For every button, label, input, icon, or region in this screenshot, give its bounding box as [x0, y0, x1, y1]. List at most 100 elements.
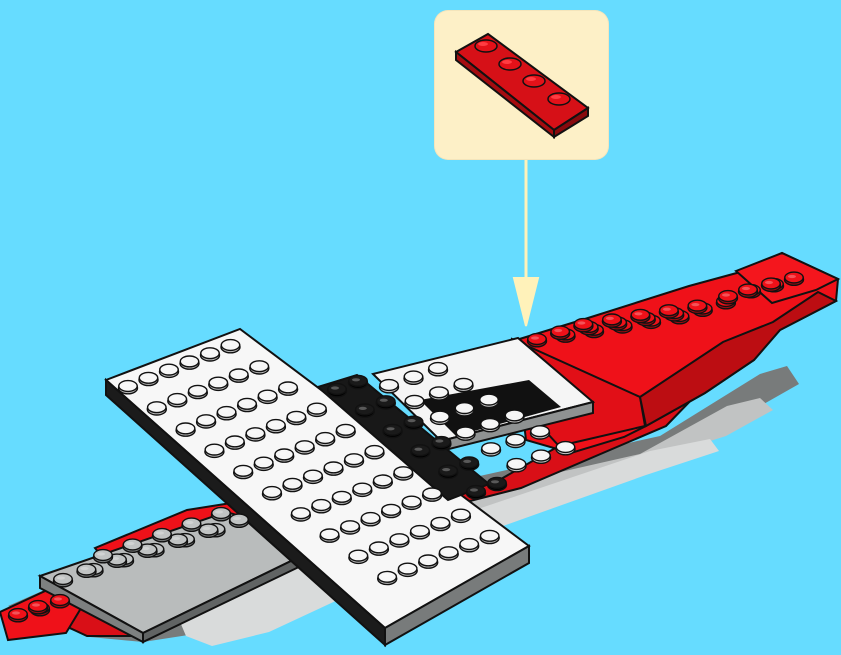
black-plate-stud: [355, 404, 374, 417]
white-wing-stud: [234, 465, 253, 478]
white-wing-stud: [275, 449, 294, 462]
red-nose-stud: [602, 314, 621, 327]
white-wing-stud: [365, 446, 384, 459]
white-fuselage-stud: [431, 411, 450, 424]
white-wing-stud: [398, 563, 417, 576]
white-wing-stud: [345, 454, 364, 467]
placement-arrow-icon: [514, 160, 538, 326]
white-wing-stud: [423, 488, 442, 501]
white-fuselage-stud: [532, 450, 551, 463]
red-tail-stud: [9, 609, 28, 622]
red-tip-stud: [785, 272, 804, 285]
white-wing-stud: [291, 508, 310, 521]
white-wing-stud: [394, 467, 413, 480]
white-fuselage-stud: [454, 378, 473, 391]
white-wing-stud: [188, 385, 207, 398]
white-fuselage-stud: [404, 371, 423, 384]
black-plate-stud: [349, 375, 368, 388]
white-wing-stud: [139, 372, 158, 385]
white-wing-stud: [180, 356, 199, 369]
white-wing-stud: [266, 420, 285, 433]
white-wing-stud: [431, 517, 450, 530]
white-wing-stud: [263, 487, 282, 500]
white-wing-stud: [304, 470, 323, 483]
white-wing-stud: [147, 402, 166, 415]
red-tail-stud: [51, 595, 70, 608]
white-fuselage-stud: [480, 394, 499, 407]
red-nose-stud: [688, 300, 707, 313]
black-plate-stud: [439, 465, 458, 478]
white-fuselage-stud: [505, 410, 524, 423]
red-tip-stud: [739, 284, 758, 297]
white-wing-stud: [197, 415, 216, 428]
white-wing-stud: [176, 423, 195, 436]
white-wing-stud: [160, 364, 179, 377]
white-wing-stud: [229, 369, 248, 382]
red-tail-stud: [29, 601, 48, 614]
white-wing-stud: [480, 530, 499, 543]
white-wing-stud: [361, 513, 380, 526]
white-wing-stud: [119, 381, 138, 394]
white-wing-stud: [279, 382, 298, 395]
red-nose-stud: [528, 334, 547, 347]
white-fuselage-stud: [531, 426, 550, 439]
white-wing-stud: [320, 529, 339, 542]
white-wing-stud: [324, 462, 343, 475]
white-wing-stud: [349, 550, 368, 563]
gray-tail-stud: [230, 514, 249, 527]
red-tip-stud: [762, 278, 781, 291]
black-plate-stud: [467, 486, 486, 499]
white-wing-stud: [307, 403, 326, 416]
black-plate-stud: [404, 416, 423, 429]
white-wing-stud: [451, 509, 470, 522]
white-wing-stud: [287, 411, 306, 424]
white-wing-stud: [312, 500, 331, 513]
white-fuselage-stud: [482, 443, 501, 456]
white-wing-stud: [341, 521, 360, 534]
white-fuselage-stud: [380, 380, 399, 393]
gray-tail-stud: [212, 508, 231, 521]
black-plate-stud: [460, 457, 479, 470]
white-wing-stud: [336, 424, 355, 437]
white-wing-stud: [410, 526, 429, 539]
red-nose-stud: [574, 319, 593, 332]
callout-red-plate-icon: [456, 34, 588, 137]
white-wing-stud: [246, 428, 265, 441]
white-wing-stud: [316, 433, 335, 446]
white-wing-stud: [221, 340, 240, 353]
white-fuselage-stud: [507, 459, 526, 472]
white-wing-stud: [439, 547, 458, 560]
white-wing-stud: [419, 555, 438, 568]
red-tip-stud: [719, 291, 738, 304]
black-plate-stud: [411, 445, 430, 458]
gray-tail-stud: [94, 550, 113, 563]
white-wing-stud: [402, 496, 421, 509]
white-wing-stud: [238, 398, 257, 411]
white-fuselage-stud: [556, 442, 575, 455]
black-plate-stud: [488, 477, 507, 490]
white-wing-stud: [390, 534, 409, 547]
white-wing-stud: [254, 457, 273, 470]
red-nose-stud: [551, 326, 570, 339]
white-wing-stud: [168, 394, 187, 407]
lego-airplane-model: [0, 253, 838, 646]
white-wing-stud: [373, 475, 392, 488]
white-fuselage-stud: [429, 363, 448, 376]
white-fuselage-stud: [481, 419, 500, 432]
white-wing-stud: [460, 539, 479, 552]
white-fuselage-stud: [456, 427, 475, 440]
white-wing-stud: [283, 478, 302, 491]
white-wing-stud: [201, 348, 220, 361]
red-nose-stud: [631, 309, 650, 322]
white-wing-stud: [378, 571, 397, 584]
white-wing-stud: [209, 377, 228, 390]
black-plate-stud: [432, 437, 451, 450]
white-fuselage-stud: [430, 387, 449, 400]
gray-tail-stud: [77, 564, 96, 577]
white-wing-stud: [205, 444, 224, 457]
black-plate-stud: [328, 384, 347, 397]
white-wing-stud: [353, 483, 372, 496]
white-wing-stud: [369, 542, 388, 555]
